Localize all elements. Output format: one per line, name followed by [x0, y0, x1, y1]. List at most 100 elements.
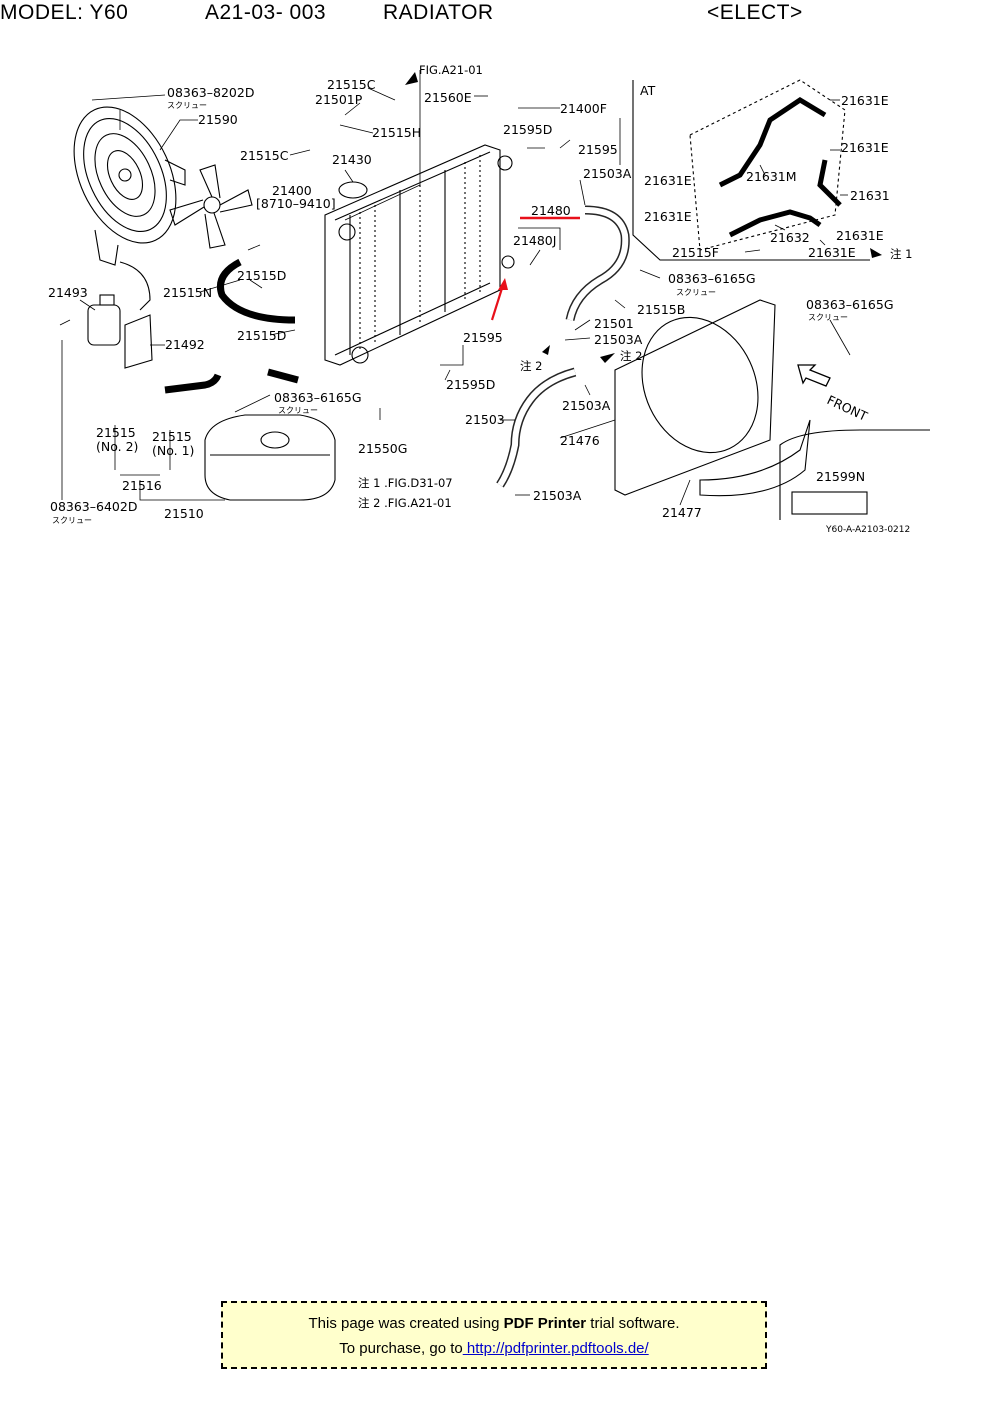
variant-label: <ELECT>	[707, 1, 803, 24]
label-21631E-2: 21631E	[841, 140, 889, 155]
trial-notice-box: This page was created using PDF Printer …	[221, 1301, 767, 1369]
label-21595-1: 21595	[578, 142, 618, 157]
pad-21599N	[791, 491, 868, 515]
fan-motor	[87, 294, 153, 369]
hose-21515	[164, 373, 222, 394]
trial-purchase-prefix: To purchase, go to	[339, 1340, 463, 1357]
label-21515C-2: 21515C	[240, 148, 289, 163]
label-21492: 21492	[165, 337, 205, 352]
label-fig-ref: FIG.A21-01	[419, 63, 483, 77]
label-08363-6402D: 08363–6402D	[50, 499, 137, 514]
fan-blades	[169, 164, 253, 249]
leader-lines	[59, 70, 851, 506]
label-screw-jp-4: スクリュー	[278, 406, 318, 415]
label-21503: 21503	[465, 412, 505, 427]
label-21501P: 21501P	[315, 92, 363, 107]
label-21632: 21632	[770, 230, 810, 245]
label-08363-6165G-3: 08363–6165G	[274, 390, 362, 405]
reservoir-tank	[204, 414, 336, 501]
label-screw-jp-1: スクリュー	[167, 101, 207, 110]
label-21515-no2-sub: (No. 2)	[96, 439, 138, 454]
label-21515-no1-sub: (No. 1)	[152, 443, 194, 458]
hose-21515N	[217, 258, 296, 324]
at-panel-frame	[632, 80, 870, 261]
label-21516: 21516	[122, 478, 162, 493]
label-21501: 21501	[594, 316, 634, 331]
label-21503A-3: 21503A	[562, 398, 611, 413]
label-21515H: 21515H	[372, 125, 421, 140]
label-21400F: 21400F	[560, 101, 607, 116]
label-21560E: 21560E	[424, 90, 472, 105]
label-21550G: 21550G	[358, 441, 407, 456]
label-note2-a: 注 2	[620, 349, 642, 363]
hose-21515-b	[267, 368, 299, 384]
highlight-arrow-shaft	[490, 284, 505, 321]
label-21595D-2: 21595D	[446, 377, 495, 392]
label-21503A-2: 21503A	[594, 332, 643, 347]
label-21631: 21631	[850, 188, 890, 203]
label-21515N: 21515N	[163, 285, 212, 300]
label-screw-jp-3: スクリュー	[808, 313, 848, 322]
fan-assembly	[73, 106, 186, 311]
trial-notice-line-1: This page was created using PDF Printer …	[223, 1315, 765, 1332]
label-21515D-2: 21515D	[237, 328, 286, 343]
label-21430: 21430	[332, 152, 372, 167]
lower-hose-inner	[497, 369, 576, 487]
label-21515D-1: 21515D	[237, 268, 286, 283]
label-21515-no1: 21515	[152, 429, 192, 444]
label-21477: 21477	[662, 505, 702, 520]
label-21480: 21480	[531, 203, 571, 218]
label-21515C-1: 21515C	[327, 77, 376, 92]
section-code: A21-03- 003	[205, 1, 327, 24]
label-21631E-3: 21631E	[644, 173, 692, 188]
fan-shroud	[614, 299, 776, 496]
label-at: AT	[640, 83, 656, 98]
label-note1-mark: 注 1	[890, 247, 912, 261]
label-screw-jp-5: スクリュー	[52, 516, 92, 525]
label-21631M: 21631M	[746, 169, 797, 184]
direction-arrows	[405, 72, 882, 363]
radiator-parts-diagram: 08363–8202D スクリュー 21590 21515C 21501P 21…	[48, 63, 930, 535]
right-frame	[779, 429, 930, 520]
at-cooler-pipes	[689, 79, 846, 251]
label-figure-id: Y60-A-A2103-0212	[825, 525, 910, 535]
section-title: RADIATOR	[383, 1, 494, 24]
radiator-core	[324, 144, 515, 366]
label-21510: 21510	[164, 506, 204, 521]
label-21631E-4: 21631E	[644, 209, 692, 224]
trial-notice-line-2: To purchase, go to http://pdfprinter.pdf…	[223, 1340, 765, 1357]
label-21480J: 21480J	[513, 233, 556, 248]
trial-notice-product: PDF Printer	[503, 1315, 587, 1332]
page-header: MODEL: Y60 A21-03- 003 RADIATOR <ELECT>	[0, 0, 992, 30]
lower-shroud	[699, 419, 811, 497]
label-21476: 21476	[560, 433, 600, 448]
label-21595D-1: 21595D	[503, 122, 552, 137]
upper-hose-inner	[567, 207, 629, 321]
label-21400-range: [8710–9410]	[256, 196, 336, 211]
radiator-cap	[338, 181, 368, 199]
label-21493: 21493	[48, 285, 88, 300]
label-21515-no2: 21515	[96, 425, 136, 440]
label-note-1: 注 1 .FIG.D31-07	[358, 476, 453, 490]
part-labels: 08363–8202D スクリュー 21590 21515C 21501P 21…	[48, 63, 912, 535]
label-21595-2: 21595	[463, 330, 503, 345]
label-screw-jp-2: スクリュー	[676, 288, 716, 297]
label-08363-8202D: 08363–8202D	[167, 85, 254, 100]
label-21503A-4: 21503A	[533, 488, 582, 503]
highlight-arrow-head	[498, 278, 508, 290]
label-note-2: 注 2 .FIG.A21-01	[358, 496, 452, 510]
label-08363-6165G-1: 08363–6165G	[668, 271, 756, 286]
label-21503A-1: 21503A	[583, 166, 632, 181]
label-21631E-1: 21631E	[841, 93, 889, 108]
trial-notice-prefix: This page was created using	[308, 1315, 504, 1332]
label-note2-b: 注 2	[520, 359, 542, 373]
front-arrow	[797, 364, 831, 387]
label-front: FRONT	[825, 392, 870, 424]
label-21590: 21590	[198, 112, 238, 127]
label-21599N: 21599N	[816, 469, 865, 484]
label-21400: 21400	[272, 183, 312, 198]
label-21631E-5: 21631E	[836, 228, 884, 243]
model-label: MODEL: Y60	[0, 1, 129, 24]
purchase-link[interactable]: http://pdfprinter.pdftools.de/	[462, 1340, 649, 1357]
trial-notice-suffix: trial software.	[586, 1315, 680, 1332]
